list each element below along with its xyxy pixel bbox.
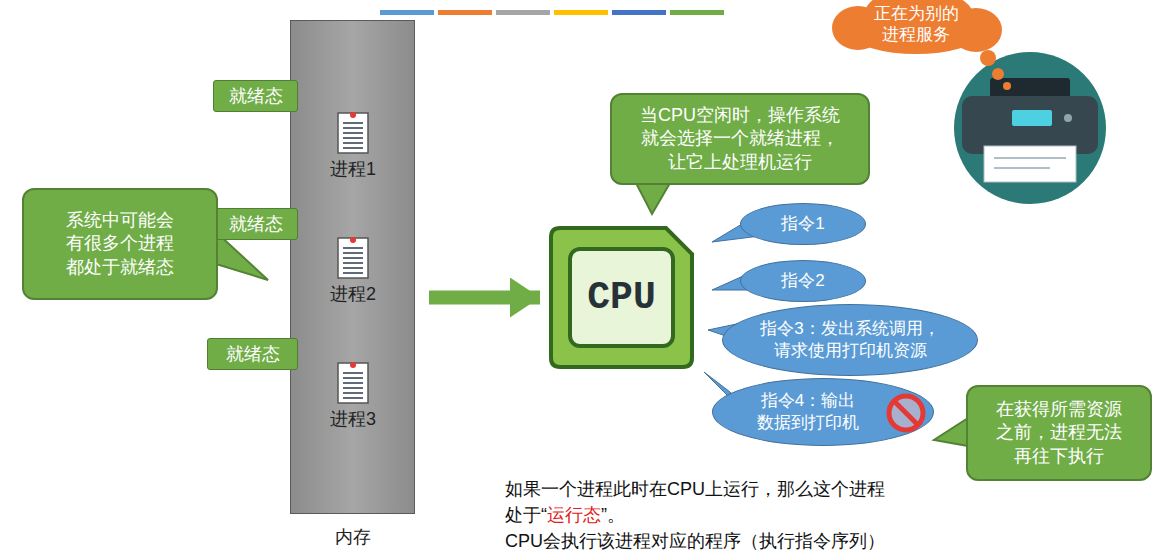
cpu-node: CPU — [548, 225, 695, 370]
page-line — [343, 257, 363, 259]
printer-body — [962, 96, 1098, 154]
page-line — [343, 262, 363, 264]
node-text: 进程3 — [330, 407, 376, 431]
node-text: 系统中可能会 有很多个进程 都处于就绪态 — [34, 209, 206, 279]
callout-node: 在获得所需资源 之前，进程无法 再往下执行 — [966, 385, 1152, 481]
callout-pointer — [934, 418, 968, 446]
bar-segment — [612, 10, 666, 15]
page — [338, 363, 368, 403]
page-line — [343, 137, 363, 139]
page-line — [343, 132, 363, 134]
proc-node: 进程1 — [319, 109, 387, 185]
page-line — [343, 122, 363, 124]
page-line — [343, 127, 363, 129]
mem-node: 内存进程1进程2进程3 — [290, 20, 415, 514]
paper-line — [994, 167, 1050, 169]
printer-button — [1064, 114, 1072, 122]
trail-dot — [992, 68, 1004, 80]
page-line — [343, 387, 363, 389]
note-block: 如果一个进程此时在CPU上运行，那么这个进程处于“运行态”。CPU会执行该进程对… — [505, 476, 885, 554]
note-text: 如果一个进程此时在CPU上运行，那么这个进程 — [505, 479, 885, 499]
title-bar — [380, 10, 724, 15]
page-line — [343, 247, 363, 249]
trail-dot — [1003, 82, 1011, 90]
note-line: 如果一个进程此时在CPU上运行，那么这个进程 — [505, 476, 885, 502]
printer-icon — [954, 52, 1106, 204]
node-text: 进程2 — [330, 282, 376, 306]
node-text: 正在为别的 进程服务 — [860, 3, 972, 46]
page-line — [343, 147, 363, 149]
note-text: CPU会执行该进程对应的程序（执行指令序列） — [505, 531, 885, 551]
bubble-tails — [704, 218, 760, 412]
page — [338, 113, 368, 153]
proc-node: 进程2 — [319, 234, 387, 310]
bar-segment — [380, 10, 434, 15]
node-text: 指令3：发出系统调用， 请求使用打印机资源 — [743, 318, 957, 362]
pin — [350, 237, 356, 243]
chip-body — [551, 228, 692, 367]
callout-pointer — [636, 183, 670, 214]
tag-node: 就绪态 — [213, 80, 298, 112]
pin — [350, 362, 356, 368]
bar-segment — [670, 10, 724, 15]
node-text: 指令4：输出 数据到打印机 — [731, 390, 885, 434]
bubble-node: 指令3：发出系统调用， 请求使用打印机资源 — [722, 304, 978, 376]
document-icon — [333, 109, 373, 157]
state-name: 运行态 — [547, 505, 601, 525]
bar-segment — [554, 10, 608, 15]
note-line: CPU会执行该进程对应的程序（执行指令序列） — [505, 528, 885, 554]
cloud-trail — [980, 50, 1011, 90]
document-icon — [333, 234, 373, 282]
bar-segment — [496, 10, 550, 15]
page-line — [343, 377, 363, 379]
trail-dot — [980, 50, 996, 66]
chip-core — [570, 249, 673, 346]
callout-node: 当CPU空闲时，操作系统 就会选择一个就绪进程， 让它上处理机运行 — [610, 93, 870, 185]
page-line — [343, 382, 363, 384]
page-line — [343, 267, 363, 269]
page-line — [343, 252, 363, 254]
document-icon — [333, 359, 373, 407]
node-text: 就绪态 — [226, 342, 280, 366]
page-line — [343, 397, 363, 399]
node-text: 就绪态 — [229, 84, 283, 108]
proc-node: 进程3 — [319, 359, 387, 435]
note-text: 处于“ — [505, 505, 547, 525]
page-line — [343, 372, 363, 374]
node-text: CPU — [587, 276, 655, 319]
tag-node: 就绪态 — [213, 208, 298, 240]
note-text: ”。 — [601, 505, 625, 525]
pin — [350, 112, 356, 118]
page-line — [343, 392, 363, 394]
node-text: 指令2 — [781, 270, 824, 292]
page — [338, 238, 368, 278]
page-line — [343, 142, 363, 144]
paper-line — [994, 157, 1066, 159]
bubble-node: 指令1 — [740, 203, 866, 245]
bar-segment — [438, 10, 492, 15]
node-text: 内存 — [291, 525, 414, 549]
node-text: 就绪态 — [229, 212, 283, 236]
node-text: 指令1 — [781, 213, 824, 235]
printer-paper — [984, 146, 1076, 182]
node-text: 在获得所需资源 之前，进程无法 再往下执行 — [978, 398, 1140, 468]
cloud-node: 正在为别的 进程服务 — [828, 0, 1004, 54]
bubble-node: 指令2 — [740, 260, 866, 302]
bubble-node: 指令4：输出 数据到打印机 — [712, 378, 934, 446]
node-text: 当CPU空闲时，操作系统 就会选择一个就绪进程， 让它上处理机运行 — [622, 104, 858, 174]
tag-node: 就绪态 — [207, 338, 298, 370]
printer-disc — [954, 52, 1106, 204]
callout-node: 系统中可能会 有很多个进程 都处于就绪态 — [22, 188, 218, 300]
flow-arrow — [429, 291, 540, 305]
note-line: 处于“运行态”。 — [505, 502, 885, 528]
node-text: 进程1 — [330, 157, 376, 181]
printer-screen — [1012, 110, 1052, 126]
page-line — [343, 272, 363, 274]
